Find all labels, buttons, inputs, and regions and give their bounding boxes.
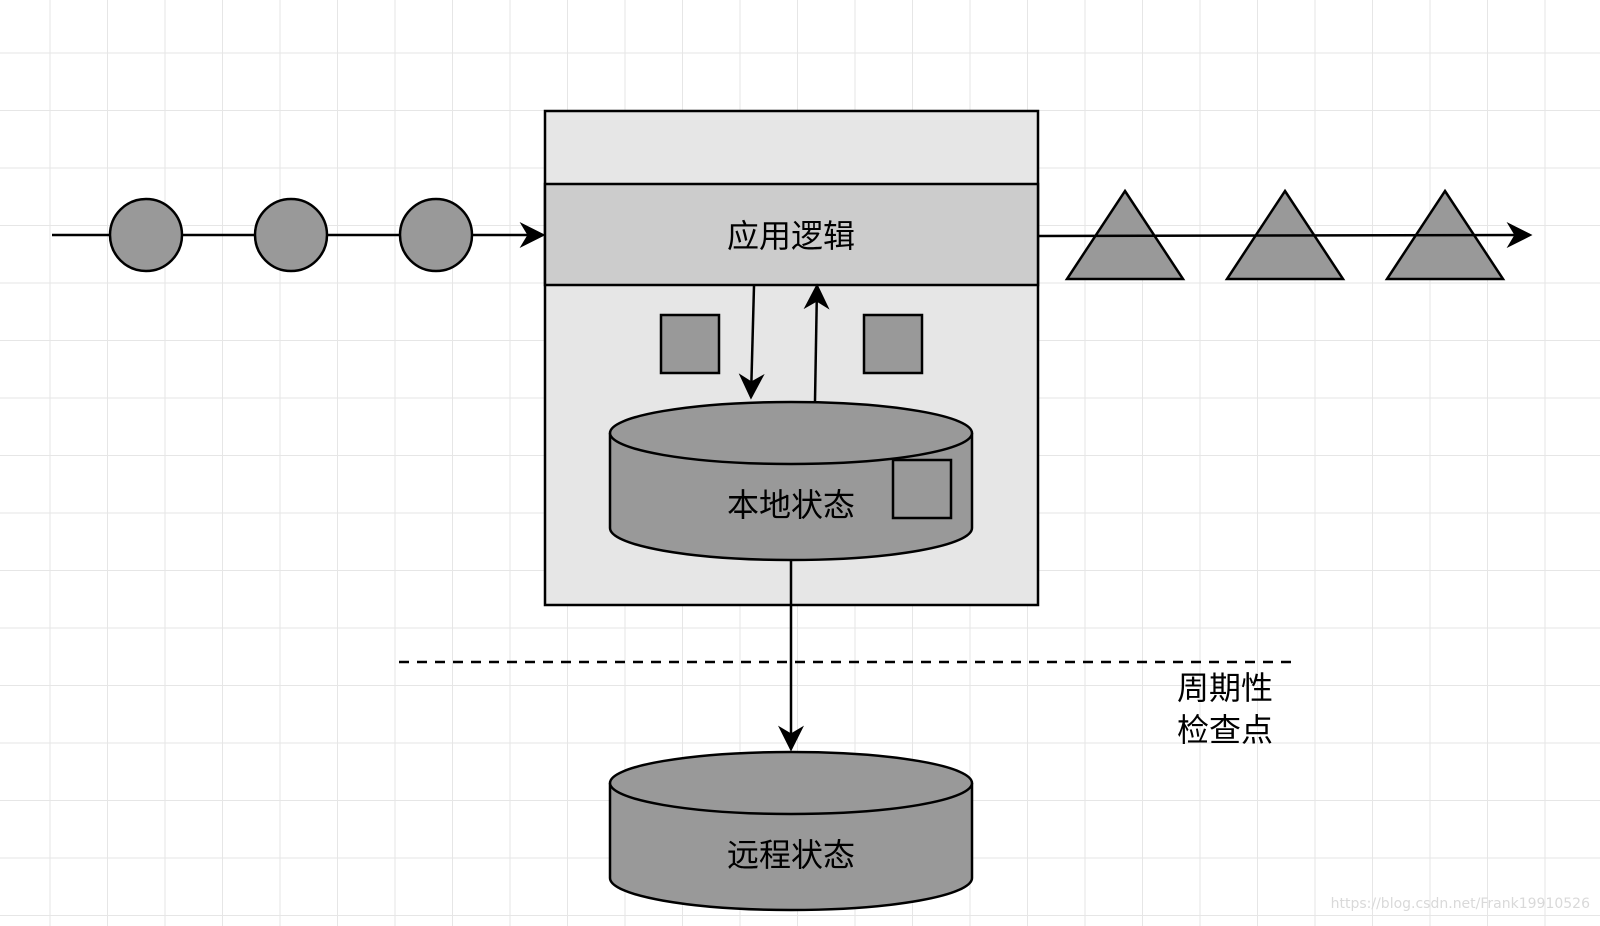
state-object-square: [862, 313, 924, 375]
state-object-square: [891, 458, 953, 520]
input-stream: [52, 197, 546, 273]
local-state-cylinder: 本地状态: [608, 400, 974, 562]
read-state-arrow: [803, 283, 830, 402]
output-stream: [1037, 188, 1533, 281]
output-stream-arrow: [1037, 222, 1533, 249]
watermark-text: https://blog.csdn.net/Frank19910526: [1331, 896, 1590, 912]
application-logic-label: 应用逻辑: [727, 217, 855, 255]
input-event-circle: [253, 197, 329, 273]
state-object-square: [659, 313, 721, 375]
remote-state-cylinder: 远程状态: [608, 750, 974, 912]
write-state-arrow: [738, 285, 765, 400]
local-state-label: 本地状态: [727, 486, 855, 524]
checkpoint-label-line1: 周期性: [1177, 669, 1273, 707]
local-state-cylinder-top: [608, 400, 974, 466]
input-event-circle: [108, 197, 184, 273]
application-logic-header: [543, 182, 1040, 287]
local-state-cylinder-body: [608, 433, 974, 562]
remote-state-cylinder-top: [608, 750, 974, 816]
remote-state-label: 远程状态: [727, 836, 855, 874]
checkpoint-label-line2: 检查点: [1177, 711, 1273, 749]
input-event-circle: [398, 197, 474, 273]
remote-state-cylinder-body: [608, 783, 974, 912]
